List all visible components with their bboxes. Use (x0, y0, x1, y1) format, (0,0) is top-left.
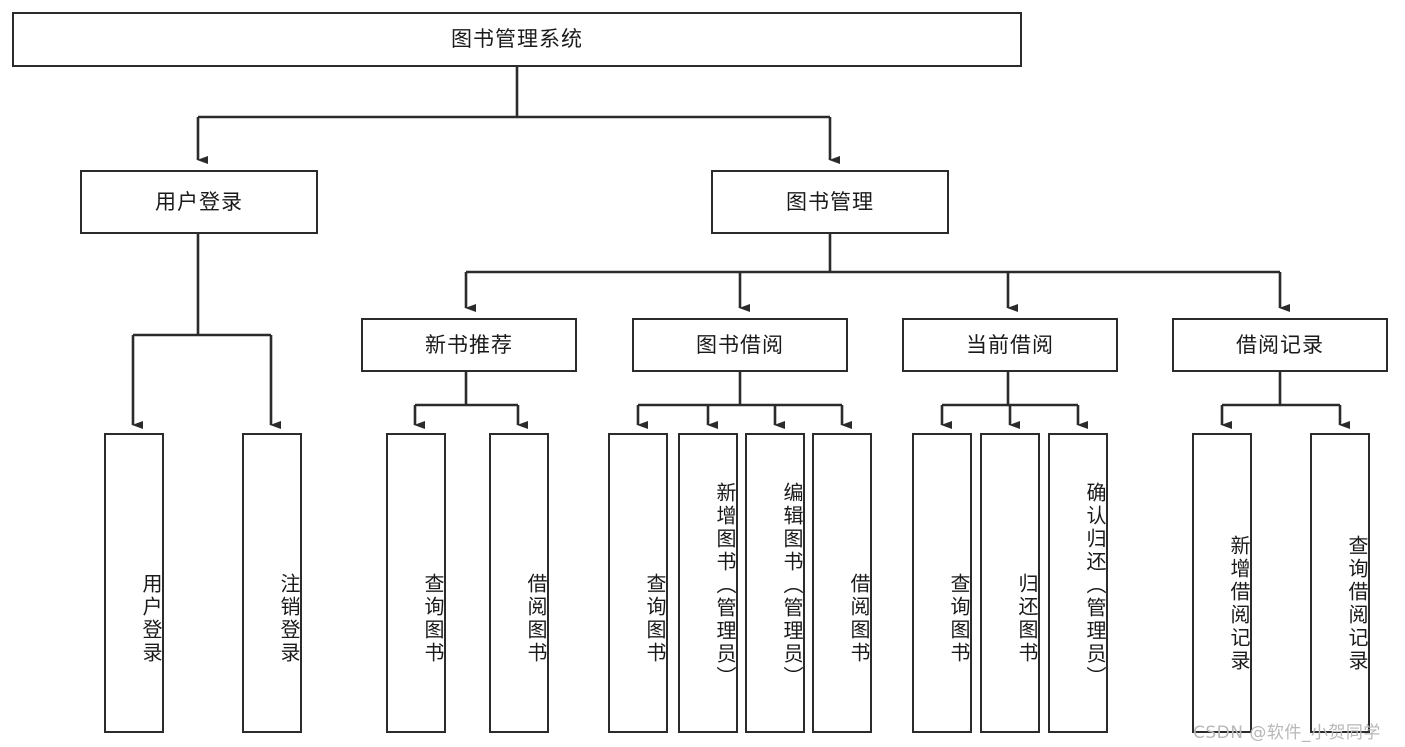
leaf-book-borrow-query-book[interactable]: 查询图书 (608, 433, 668, 733)
node-current-borrow[interactable]: 当前借阅 (902, 318, 1118, 372)
leaf-new-book-query-book[interactable]: 查询图书 (386, 433, 446, 733)
leaf-new-book-borrow-book[interactable]: 借阅图书 (489, 433, 549, 733)
node-user-login[interactable]: 用户登录 (80, 170, 318, 234)
leaf-current-borrow-query-book[interactable]: 查询图书 (912, 433, 972, 733)
leaf-borrow-record-add-record[interactable]: 新增借阅记录 (1192, 433, 1252, 733)
node-book-borrow[interactable]: 图书借阅 (632, 318, 848, 372)
leaf-book-borrow-edit-book-admin[interactable]: 编辑图书（管理员） (745, 433, 805, 733)
leaf-current-borrow-return-book[interactable]: 归还图书 (980, 433, 1040, 733)
node-new-book-recommend[interactable]: 新书推荐 (361, 318, 577, 372)
csdn-watermark: CSDN @软件_小贺同学 (1193, 723, 1381, 743)
leaf-book-borrow-add-book-admin[interactable]: 新增图书（管理员） (678, 433, 738, 733)
leaf-book-borrow-borrow-book[interactable]: 借阅图书 (812, 433, 872, 733)
leaf-user-login-logout[interactable]: 注销登录 (242, 433, 302, 733)
leaf-borrow-record-query-record[interactable]: 查询借阅记录 (1310, 433, 1370, 733)
node-book-management[interactable]: 图书管理 (711, 170, 949, 234)
node-borrow-record[interactable]: 借阅记录 (1172, 318, 1388, 372)
leaf-user-login-login[interactable]: 用户登录 (104, 433, 164, 733)
node-root-book-management-system[interactable]: 图书管理系统 (12, 12, 1022, 67)
leaf-current-borrow-confirm-return-admin[interactable]: 确认归还（管理员） (1048, 433, 1108, 733)
